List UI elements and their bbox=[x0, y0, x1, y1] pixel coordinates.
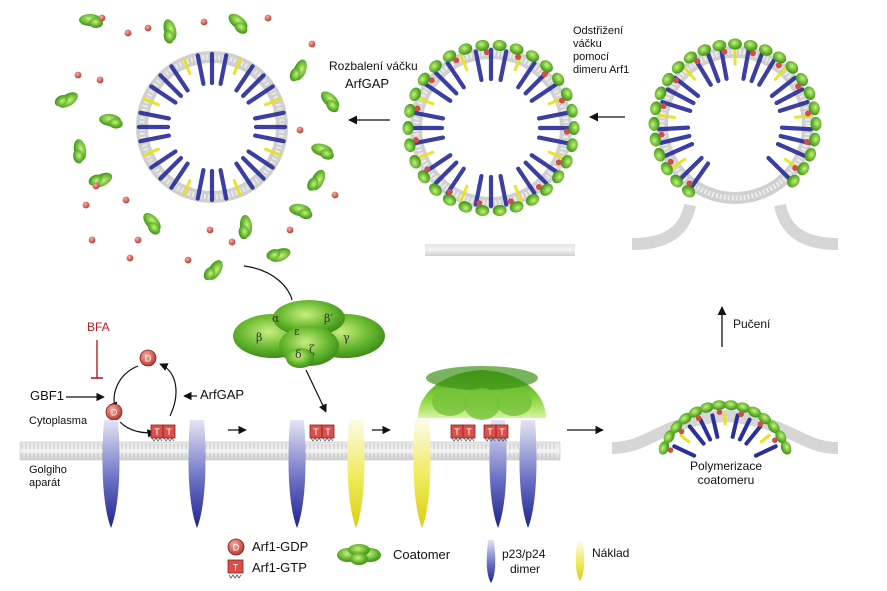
label-bfa: BFA bbox=[87, 320, 110, 334]
bfa-inhibition bbox=[91, 340, 103, 379]
polymerizing-patch bbox=[611, 400, 839, 458]
label-scission-2: váčku bbox=[573, 38, 602, 50]
arrow-coatomer-recruit bbox=[305, 369, 327, 413]
assembled-coat bbox=[418, 366, 546, 420]
label-arfgap-cycle: ArfGAP bbox=[200, 387, 245, 402]
svg-text:T: T bbox=[454, 427, 460, 437]
label-scission-3: pomocí bbox=[573, 51, 610, 63]
label-polymerization-2: coatomeru bbox=[697, 473, 755, 487]
subunit-alpha: α bbox=[272, 312, 280, 325]
legend-gtp-icon: T bbox=[227, 559, 244, 579]
legend-dimer-label-2: dimer bbox=[510, 562, 541, 576]
svg-text:D: D bbox=[233, 543, 240, 553]
subunit-epsilon: ε bbox=[294, 325, 300, 338]
coat-layer bbox=[402, 39, 580, 217]
label-cytoplasm: Cytoplasma bbox=[29, 415, 88, 427]
label-scission-4: dimeru Arf1 bbox=[573, 64, 630, 76]
svg-text:D: D bbox=[145, 354, 152, 364]
subunit-gamma: γ bbox=[343, 331, 350, 344]
arf1-gdp-cytosol: D bbox=[139, 349, 157, 367]
label-uncoating: Rozbalení váčku bbox=[329, 59, 418, 73]
label-scission-1: Odstřižení bbox=[573, 25, 624, 37]
legend-cargo-label: Náklad bbox=[592, 546, 630, 560]
legend-gdp-label: Arf1-GDP bbox=[252, 539, 309, 554]
dimer-spikes bbox=[136, 51, 288, 203]
legend-gtp-label: Arf1-GTP bbox=[252, 560, 307, 575]
coated-vesicle bbox=[402, 39, 580, 217]
label-gbf1: GBF1 bbox=[30, 388, 64, 403]
legend-dimer-label-1: p23/p24 bbox=[502, 547, 546, 561]
legend-cargo-icon bbox=[575, 542, 585, 581]
subunit-zeta: ζ bbox=[309, 343, 315, 356]
label-budding: Pučení bbox=[733, 317, 771, 331]
recycle-curve bbox=[243, 265, 293, 301]
budding-vesicle bbox=[631, 38, 839, 250]
label-golgi-2: aparát bbox=[29, 477, 61, 489]
released-coat-particles bbox=[54, 13, 340, 281]
legend-coatomer-icon bbox=[337, 544, 381, 565]
legend-dimer-icon bbox=[486, 540, 496, 583]
svg-text:T: T bbox=[166, 427, 172, 437]
label-arfgap-top: ArfGAP bbox=[345, 76, 390, 91]
arf-cycle bbox=[109, 363, 177, 438]
svg-text:T: T bbox=[487, 427, 493, 437]
arf1-gdp-membrane: D bbox=[105, 403, 123, 421]
coatomer-complex bbox=[233, 300, 385, 368]
legend-coatomer-label: Coatomer bbox=[393, 547, 451, 562]
uncoated-vesicle bbox=[136, 51, 288, 203]
legend-gdp-icon: D bbox=[227, 538, 245, 556]
coat-layer bbox=[648, 38, 822, 198]
svg-text:T: T bbox=[233, 563, 239, 573]
subunit-beta-prime: β′ bbox=[324, 312, 333, 325]
svg-text:T: T bbox=[325, 427, 331, 437]
label-polymerization-1: Polymerizace bbox=[689, 459, 763, 473]
svg-text:T: T bbox=[313, 427, 319, 437]
membrane-proteins bbox=[102, 420, 537, 528]
svg-text:T: T bbox=[499, 427, 505, 437]
membrane-segment bbox=[425, 244, 575, 256]
subunit-delta: δ bbox=[295, 348, 302, 361]
svg-text:D: D bbox=[111, 408, 118, 418]
svg-text:T: T bbox=[154, 427, 160, 437]
subunit-beta: β bbox=[256, 331, 263, 344]
label-golgi-1: Golgiho bbox=[29, 464, 67, 476]
svg-text:T: T bbox=[466, 427, 472, 437]
